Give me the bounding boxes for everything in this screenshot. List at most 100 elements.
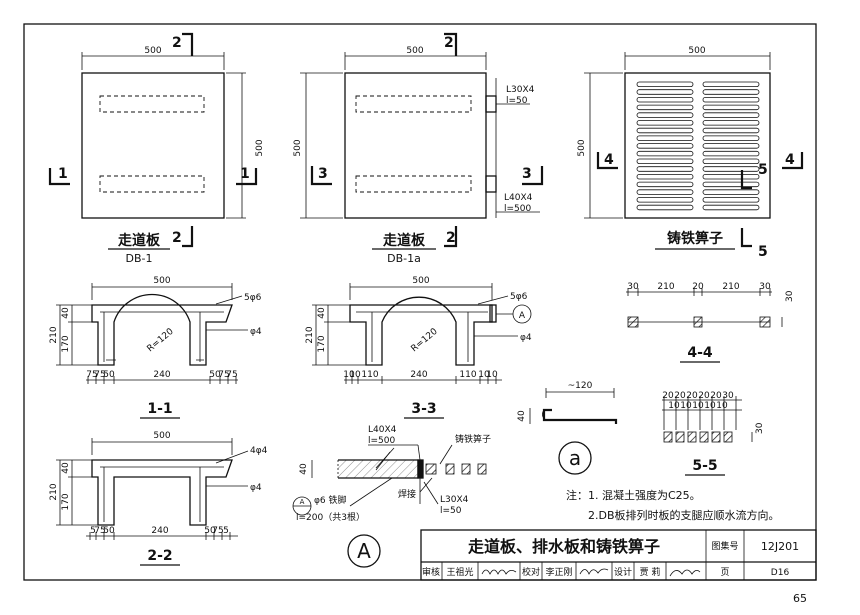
grate-slot [636, 143, 694, 149]
grate-slot [702, 181, 760, 188]
grate-slot [702, 166, 760, 172]
tb-reviewer: 王祖光 [446, 566, 473, 578]
tb-page-label: 页 [720, 567, 729, 578]
dim-label: 110 [361, 370, 378, 380]
s22-h-total: 210 [49, 483, 59, 500]
grate-slot [702, 135, 760, 141]
s11-h-total: 210 [49, 326, 59, 343]
dim-label: 50 [103, 370, 115, 380]
db1-sec-right: 1 [240, 166, 250, 182]
db1a-outline [344, 72, 487, 219]
grate-slot [702, 97, 760, 103]
detailA-mark: A [357, 539, 371, 563]
detailA-angle1: L40X4 [368, 425, 397, 435]
s33-rebar-top: 5φ6 [510, 292, 528, 302]
grate-outline [624, 72, 771, 219]
dim-label: 10 [486, 370, 498, 380]
tb-designer-signature [669, 569, 701, 577]
s33-title: 3-3 [411, 401, 436, 417]
detail-a-h: 40 [517, 410, 527, 422]
dim-label: 210 [722, 282, 739, 292]
detailA-angle2: L30X4 [440, 495, 469, 505]
tb-checker: 李正刚 [545, 566, 572, 578]
db1-sec-bottom: 2 [172, 230, 182, 246]
dim-label: 75 [94, 370, 105, 380]
grate-sec-right: 4 [785, 152, 795, 168]
db1a-sec-bottom: 2 [446, 230, 456, 246]
s44-bar-mid [693, 316, 703, 328]
grate-slot [702, 112, 760, 118]
s22-width: 500 [153, 431, 170, 441]
dim-label: 75 [212, 526, 223, 536]
notes-prefix: 注： [566, 488, 588, 502]
detailA-grate-bar4 [477, 463, 487, 475]
detailA-angle [417, 459, 424, 479]
grate-slot [702, 127, 760, 134]
dim-label: 20 [662, 391, 674, 401]
s33-radius: R=120 [410, 327, 440, 355]
plan-grate: 500 500 4 4 5 5 铸铁箅子 [577, 46, 804, 260]
detail-a-circle [558, 441, 592, 475]
dim-label: 10 [704, 401, 716, 411]
grate-slot [636, 189, 694, 195]
grate-slot [636, 112, 694, 118]
db1-outline [81, 72, 225, 219]
grate-slot [702, 120, 760, 126]
db1a-leg-bottom [355, 175, 472, 193]
grate-height: 500 [577, 139, 587, 156]
db1a-height: 500 [293, 139, 303, 156]
detailA-h: 40 [299, 463, 309, 475]
db1a-angle-top-label: L30X4 [506, 85, 535, 95]
note-1: 1. 混凝土强度为C25。 [588, 488, 701, 502]
s44-title: 4-4 [687, 345, 713, 361]
s22-rebar-bot: φ4 [250, 483, 262, 493]
dim-label: 75 [94, 526, 105, 536]
grate-slot [636, 89, 694, 95]
s33-detail-mark: A [519, 311, 526, 321]
tb-title: 走道板、排水板和铸铁箅子 [467, 537, 660, 556]
dim-label: 20 [692, 282, 704, 292]
grate-slot [636, 197, 694, 203]
dim-label: 30 [759, 282, 771, 292]
detail-A: L40X4 l=500 铸铁箅子 焊接 L30X4 l=50 40 A φ6 铁… [292, 425, 491, 568]
db1-sec-left: 1 [58, 166, 68, 182]
db1a-angle-bot-label: L40X4 [504, 193, 533, 203]
s22-h1: 40 [61, 462, 71, 474]
s33-h-total: 210 [305, 326, 315, 343]
s11-title: 1-1 [147, 401, 172, 417]
detail-a-angle [542, 408, 618, 424]
s44-bar-left [627, 316, 639, 328]
grate-slot [636, 120, 694, 126]
db1a-leg-top [355, 95, 472, 113]
grate-slot [636, 81, 694, 87]
grate-slots [636, 81, 760, 211]
grate-slot [702, 143, 760, 149]
grate-slot [636, 158, 694, 164]
db1a-angle-bottom [485, 175, 497, 193]
tb-designer: 贾 莉 [640, 566, 661, 578]
db1-title: 走道板 [118, 232, 161, 249]
tb-reviewer-signature [481, 569, 517, 575]
dim-label: 110 [459, 370, 476, 380]
grate-slot [636, 204, 694, 211]
tb-checker-signature [579, 568, 609, 575]
page-number: 65 [793, 592, 807, 605]
db1a-sec-left: 3 [318, 166, 328, 182]
dim-label: 5 [223, 526, 229, 536]
detail-a-mark: a [569, 446, 581, 470]
s11-outline [91, 293, 233, 366]
grate-slot [702, 173, 760, 180]
s11-rebar-bot: φ4 [250, 327, 262, 337]
grate-slot [702, 189, 760, 195]
dim-label: 75 [218, 370, 229, 380]
dim-label: 20 [698, 391, 710, 401]
dim-label: 10 [343, 370, 355, 380]
s55-bar [663, 431, 673, 443]
dim-label: 210 [657, 282, 674, 292]
